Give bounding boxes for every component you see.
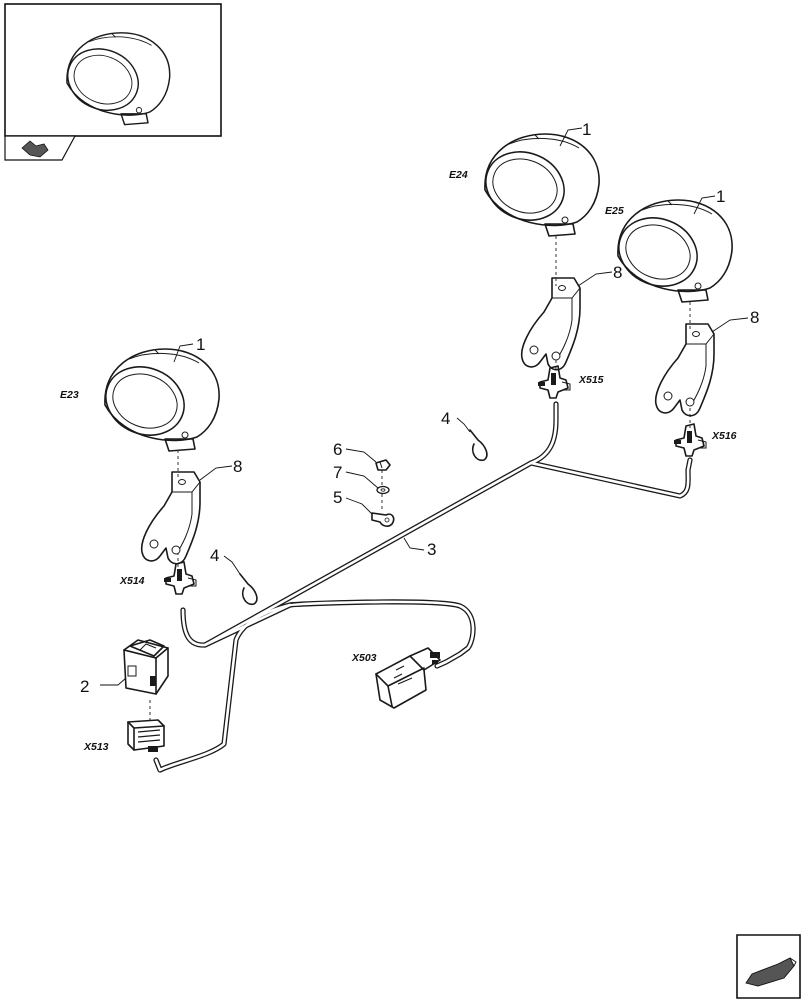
bracket-e24[interactable] xyxy=(520,277,581,371)
callout-washer: 7 xyxy=(333,463,342,482)
thumbnail-frame xyxy=(4,3,222,137)
connector-x516[interactable] xyxy=(673,423,707,457)
callout-bracket-e23: 8 xyxy=(233,457,242,476)
code-e24: E24 xyxy=(449,169,468,181)
callout-lamp-e24: 1 xyxy=(582,120,591,139)
connector-x515[interactable] xyxy=(537,365,571,399)
code-x516: X516 xyxy=(711,430,737,442)
callout-bracket-e24: 8 xyxy=(613,263,622,282)
cable-tie-upper[interactable] xyxy=(469,429,488,462)
code-e23: E23 xyxy=(60,389,79,401)
code-x515: X515 xyxy=(578,374,604,386)
callout-harness: 3 xyxy=(427,540,436,559)
callout-cable-tie-lower: 4 xyxy=(210,546,219,565)
callout-clip: 5 xyxy=(333,488,342,507)
leader-lines xyxy=(100,127,749,686)
callout-switch: 2 xyxy=(80,677,89,696)
previous-page-arrow-icon[interactable] xyxy=(4,135,77,161)
callout-nut: 6 xyxy=(333,440,342,459)
callout-bracket-e25: 8 xyxy=(750,308,759,327)
work-lamp-e24[interactable] xyxy=(474,133,600,237)
connector-x513[interactable] xyxy=(127,719,165,752)
callout-cable-tie-upper: 4 xyxy=(441,409,450,428)
code-e25: E25 xyxy=(605,205,624,217)
callout-lamp-e23: 1 xyxy=(196,335,205,354)
washer[interactable] xyxy=(376,485,390,495)
connector-x514[interactable] xyxy=(163,561,197,595)
wiring-harness xyxy=(153,401,693,773)
cable-tie-lower[interactable] xyxy=(239,573,258,606)
callout-lamp-e25: 1 xyxy=(716,187,725,206)
rocker-switch[interactable] xyxy=(123,639,169,695)
next-page-arrow-icon[interactable] xyxy=(736,934,801,999)
bracket-e23[interactable] xyxy=(140,471,201,565)
connector-x503[interactable] xyxy=(375,647,441,709)
harness-clip[interactable] xyxy=(371,512,395,527)
code-x503: X503 xyxy=(351,652,377,664)
code-x513: X513 xyxy=(83,741,109,753)
nut[interactable] xyxy=(375,459,391,471)
bracket-e25[interactable] xyxy=(654,323,715,417)
work-lamp-e23[interactable] xyxy=(94,348,220,452)
code-x514: X514 xyxy=(119,575,145,587)
work-lamp-e25[interactable] xyxy=(607,199,733,303)
